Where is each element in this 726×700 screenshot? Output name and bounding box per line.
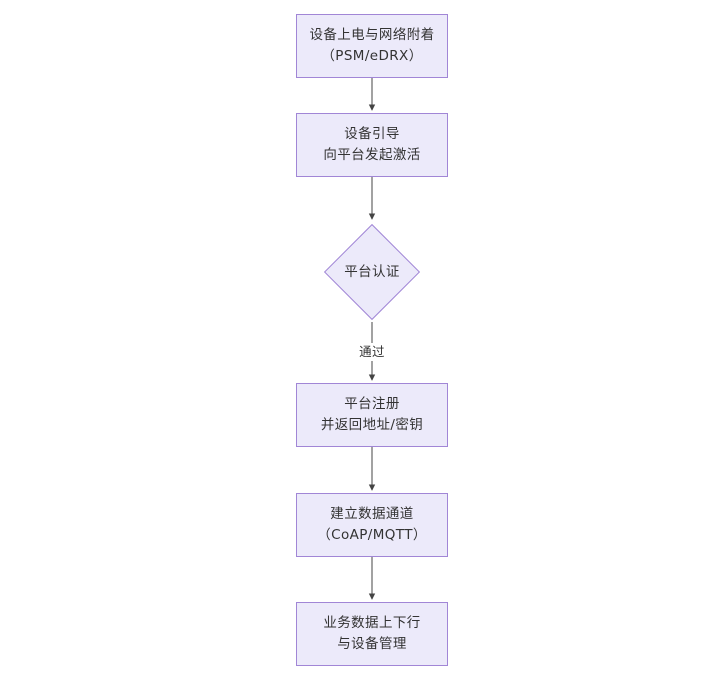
node-device-bootstrap[interactable]: 设备引导 向平台发起激活 (296, 113, 448, 177)
node-label-line: 向平台发起激活 (323, 147, 421, 163)
edge-label-pass: 通过 (356, 343, 388, 361)
node-label-line: 并返回地址/密钥 (320, 417, 424, 433)
node-label-line: （CoAP/MQTT） (317, 527, 427, 543)
node-device-power-on[interactable]: 设备上电与网络附着 （PSM/eDRX） (296, 14, 448, 78)
node-label-line: 平台注册 (344, 396, 400, 412)
node-label-line: 设备上电与网络附着 (309, 27, 435, 43)
node-label-line: 平台认证 (344, 263, 400, 280)
node-label-line: 建立数据通道 (330, 506, 414, 522)
node-label-line: （PSM/eDRX） (321, 48, 423, 64)
node-platform-register[interactable]: 平台注册 并返回地址/密钥 (296, 383, 448, 447)
node-platform-auth-decision[interactable]: 平台认证 (304, 204, 440, 340)
node-label-line: 设备引导 (344, 126, 400, 142)
node-business-data-exchange[interactable]: 业务数据上下行 与设备管理 (296, 602, 448, 666)
node-label-line: 与设备管理 (337, 636, 407, 652)
node-establish-data-channel[interactable]: 建立数据通道 （CoAP/MQTT） (296, 493, 448, 557)
node-label-line: 业务数据上下行 (323, 615, 421, 631)
